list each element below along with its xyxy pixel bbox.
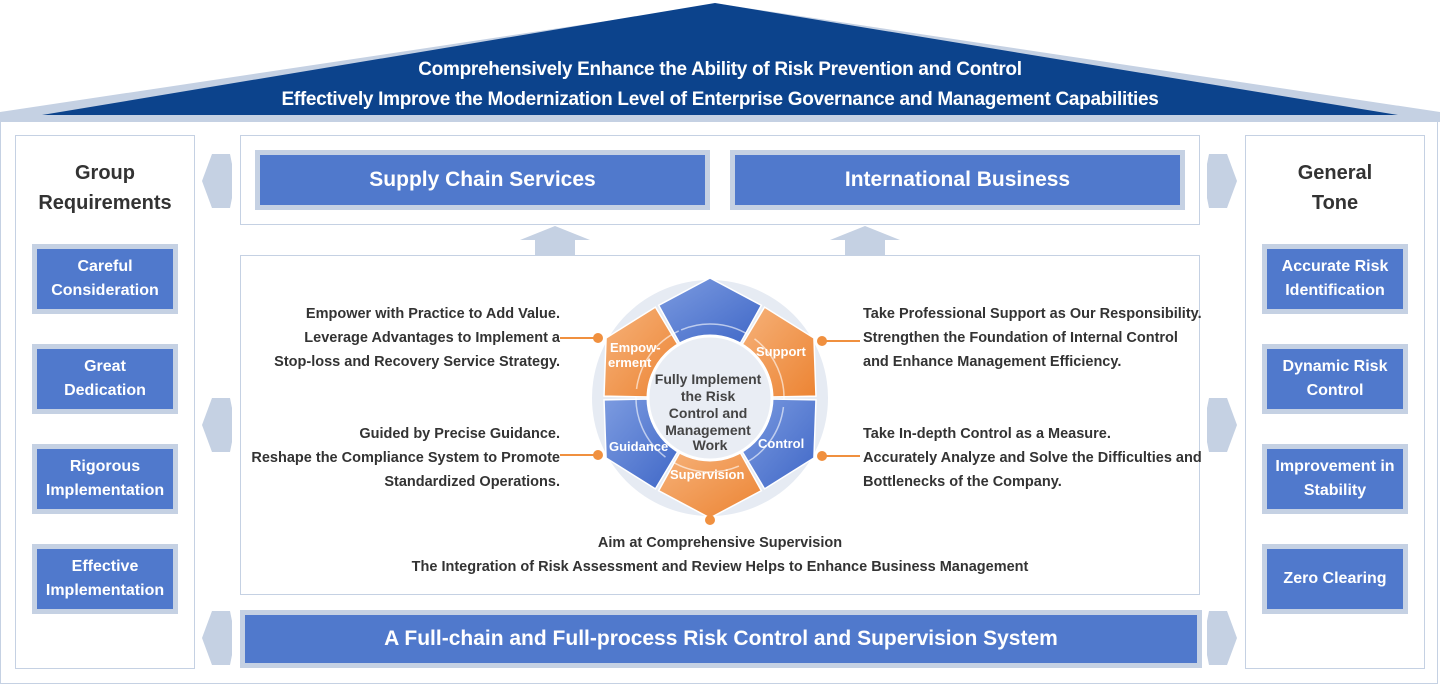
segment-highlight (667, 458, 740, 473)
segment-highlight (635, 330, 680, 390)
segment-label-empowerment: Empow- erment (608, 340, 664, 370)
tile-line: Identification (1285, 282, 1385, 299)
arrow-right-icon (1207, 611, 1237, 665)
arrow-up-icon (520, 226, 590, 256)
segment-highlight (754, 338, 785, 405)
connector-lines (560, 337, 860, 457)
desc-line: Aim at Comprehensive Supervision (597, 535, 843, 551)
desc-line: Take In-depth Control as a Measure. (863, 426, 1111, 442)
segment-label-supervision: Supervision (670, 467, 744, 482)
risk-control-wheel: Fully Implement the Risk Control and Man… (560, 277, 860, 525)
tone-tile: Zero Clearing (1262, 544, 1408, 614)
tile-line: Stability (1303, 482, 1367, 499)
center-line: Control and (669, 405, 748, 421)
segment-highlight (740, 406, 785, 466)
title-line: Requirements (38, 192, 172, 214)
full-chain-system-bar: A Full-chain and Full-process Risk Contr… (240, 610, 1202, 668)
desc-line: and Enhance Management Efficiency. (863, 354, 1122, 370)
international-business-bar: International Business (730, 150, 1185, 210)
tile-line: Improvement in (1275, 458, 1395, 475)
desc-line: Bottlenecks of the Company. (863, 474, 1062, 490)
center-line: Work (693, 437, 728, 453)
title-line: General (1297, 162, 1373, 184)
desc-line: Accurately Analyze and Solve the Difficu… (863, 450, 1202, 466)
guidance-description: Guided by Precise Guidance. Reshape the … (251, 422, 560, 494)
wheel-center-text: Fully Implement the Risk Control and Man… (655, 371, 765, 453)
segment-highlight (635, 391, 666, 458)
supervision-description: Aim at Comprehensive Supervision The Int… (240, 531, 1200, 579)
tile-line: Dynamic Risk (1282, 358, 1388, 375)
tile-line: Rigorous (69, 458, 141, 475)
empowerment-description: Empower with Practice to Add Value. Leve… (274, 302, 560, 374)
tile-line: Accurate Risk (1281, 258, 1389, 275)
general-tone-title: General Tone (1246, 158, 1424, 218)
support-description: Take Professional Support as Our Respons… (863, 302, 1202, 374)
title-line: Tone (1311, 192, 1359, 214)
roof-title-line-1: Comprehensively Enhance the Ability of R… (418, 59, 1022, 80)
arrow-left-icon (202, 398, 232, 452)
arrow-left-icon (202, 154, 232, 208)
tile-line: Dedication (64, 382, 146, 399)
arrow-right-icon (1207, 154, 1237, 208)
desc-line: Leverage Advantages to Implement a (304, 330, 560, 346)
bar-label: A Full-chain and Full-process Risk Contr… (384, 627, 1058, 650)
tile-line: Zero Clearing (1283, 570, 1387, 587)
desc-line: The Integration of Risk Assessment and R… (411, 559, 1029, 575)
title-line: Group (75, 162, 135, 184)
wheel-center (646, 334, 774, 462)
desc-line: Reshape the Compliance System to Promote (251, 450, 560, 466)
label-line: erment (608, 355, 652, 370)
center-line: the Risk (681, 388, 736, 404)
desc-line: Take Professional Support as Our Respons… (863, 306, 1202, 322)
segment-highlight (680, 323, 753, 338)
segment-label-control: Control (758, 436, 804, 451)
roof-title-line-2: Effectively Improve the Modernization Le… (281, 89, 1159, 110)
desc-line: Empower with Practice to Add Value. (305, 306, 560, 322)
risk-control-panel (240, 255, 1200, 595)
tile-line: Effective (71, 558, 139, 575)
desc-line: Standardized Operations. (384, 474, 560, 490)
center-line: Management (665, 422, 751, 438)
house-frame (0, 118, 1438, 684)
tile-line: Great (84, 358, 126, 375)
desc-line: Stop-loss and Recovery Service Strategy. (274, 354, 560, 370)
tile-line: Careful (77, 258, 133, 275)
segment-label-support: Support (756, 344, 806, 359)
arrow-left-icon (202, 611, 232, 665)
connector-dots (593, 333, 827, 525)
center-line: Fully Implement (655, 371, 762, 387)
tile-line: Implementation (45, 582, 165, 599)
bar-label: Supply Chain Services (369, 168, 596, 191)
roof-banner (0, 3, 1440, 122)
desc-line: Strengthen the Foundation of Internal Co… (863, 330, 1178, 346)
arrow-right-icon (1207, 398, 1237, 452)
supply-chain-services-bar: Supply Chain Services (255, 150, 710, 210)
group-requirements-title: Group Requirements (16, 158, 194, 218)
label-line: Empow- (610, 340, 661, 355)
business-panel (240, 135, 1200, 225)
tile-line: Control (1306, 382, 1364, 399)
tile-line: Consideration (51, 282, 159, 299)
desc-line: Guided by Precise Guidance. (359, 426, 560, 442)
tile-line: Implementation (45, 482, 165, 499)
tone-tile: Improvement in Stability (1262, 444, 1408, 514)
arrow-up-icon (830, 226, 900, 256)
control-description: Take In-depth Control as a Measure. Accu… (863, 422, 1202, 494)
segment-label-guidance: Guidance (609, 439, 668, 454)
bar-label: International Business (844, 168, 1071, 191)
